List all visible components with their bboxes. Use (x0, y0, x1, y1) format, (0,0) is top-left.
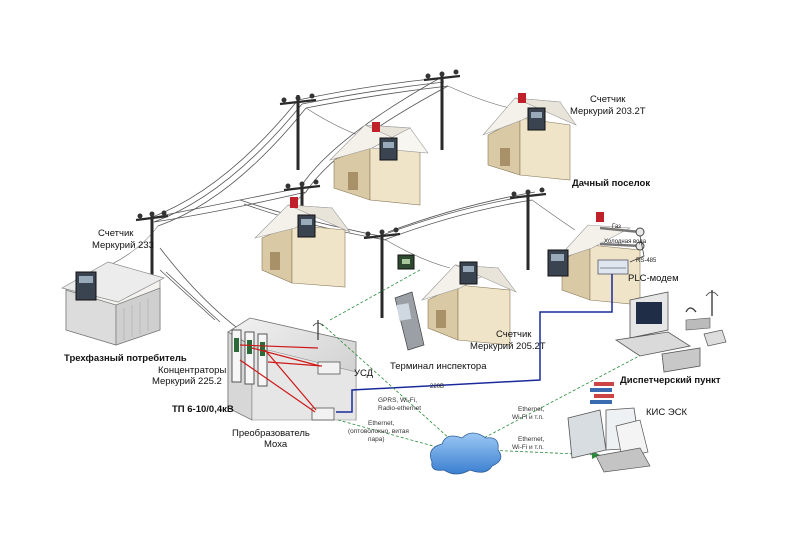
meter-205-label-2: Меркурий 205.2T (470, 341, 546, 352)
tp-label: ТП 6-10/0,4кВ (172, 404, 234, 415)
eth-low-label-1: Ethernet, (518, 436, 545, 443)
concentrators-label-2: Меркурий 225.2 (152, 376, 222, 387)
usd-label: УСД (354, 368, 374, 379)
converter-label-1: Преобразователь (232, 428, 310, 439)
concentrators-label-1: Концентраторы (158, 365, 226, 376)
dispatch-label: Диспетчерский пункт (620, 375, 721, 386)
house-right-top (482, 93, 577, 181)
meter-203-label-1: Счетчик (590, 94, 626, 105)
three-phase-building (61, 261, 165, 346)
village-label: Дачный поселок (572, 178, 650, 189)
meter-233-label-2: Меркурий 233 (92, 240, 154, 251)
eth-low-label-2: Wi-Fi и т.п. (512, 444, 544, 451)
utility-sensors (599, 226, 645, 263)
kis-servers (567, 382, 651, 473)
pole-crossarms (135, 74, 547, 240)
three-phase-label: Трехфазный потребитель (64, 353, 187, 364)
house-center-top (328, 122, 429, 206)
eth-left-label-3: пара) (368, 436, 385, 443)
kis-label: КИС ЭСК (646, 407, 688, 418)
transformer-substation (227, 317, 357, 421)
v220-label: 220В (430, 384, 444, 390)
meter-205-label-1: Счетчик (496, 329, 532, 340)
eth-left-label-1: Ethernet, (368, 420, 395, 427)
internal-links (239, 344, 323, 413)
plc-modem-label: PLC-модем (628, 273, 679, 284)
house-right-middle (547, 212, 641, 306)
gas-label: Газ (612, 224, 621, 230)
gprs-label-2: Radio-ethernet (378, 405, 421, 412)
house-center-bottom (420, 261, 517, 346)
pole-insulators (137, 69, 545, 237)
dispatch-station (614, 290, 727, 373)
labels: Счетчик Меркурий 203.2T Дачный поселок С… (64, 94, 721, 451)
network-cloud (429, 432, 502, 475)
blue-links (336, 274, 613, 413)
eth-mid-label-2: Wi-Fi и т.п. (512, 414, 544, 421)
cold-water-label: Холодная вода (604, 239, 647, 245)
house-left-middle (254, 197, 351, 288)
gprs-label-1: GPRS, Wi-Fi, (378, 397, 417, 404)
rs485-label: RS-485 (636, 258, 657, 264)
inspector-label: Терминал инспектора (390, 361, 487, 372)
converter-label-2: Моха (264, 439, 288, 450)
meter-233-label-1: Счетчик (98, 228, 134, 239)
inspector-terminal (394, 254, 425, 351)
eth-mid-label-1: Ethernet, (518, 406, 545, 413)
meter-203-label-2: Меркурий 203.2T (570, 106, 646, 117)
eth-left-label-2: (оптоволокно, витая (348, 428, 409, 435)
